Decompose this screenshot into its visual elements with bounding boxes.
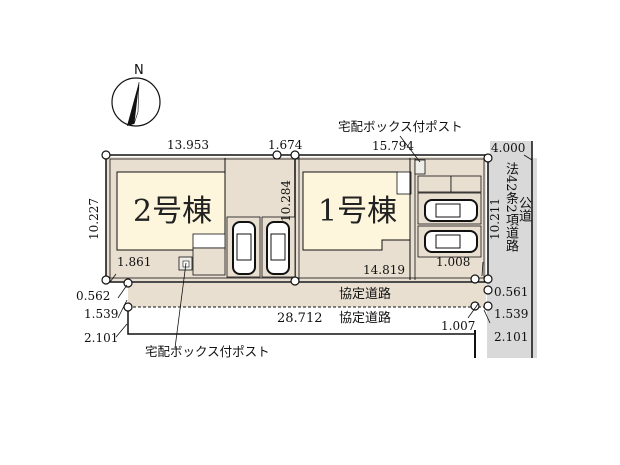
public-road-area	[487, 158, 537, 358]
dim-bottom-left-inner: 1.861	[117, 255, 152, 269]
dim-road-length: 28.712	[277, 311, 323, 326]
road-article-label: 法42条2項道路	[503, 162, 518, 252]
north-arrow-icon	[111, 77, 161, 127]
dim-road-right-offset: 1.007	[441, 319, 476, 333]
delivery-box-1	[414, 159, 426, 175]
dim-top-mid: 1.674	[268, 138, 303, 152]
dim-road-width: 4.000	[491, 141, 526, 155]
dim-right-offset-2: 1.539	[494, 307, 529, 321]
building-2-label: 2号棟	[133, 194, 213, 229]
building-1-label: 1号棟	[318, 194, 398, 229]
delivery-box-label-bottom: 宅配ボックス付ポスト	[145, 344, 270, 359]
dim-right-offset-3: 2.101	[494, 330, 529, 344]
car-icon	[424, 199, 478, 222]
agreed-road-upper	[128, 283, 486, 307]
dim-top-right: 15.794	[372, 139, 414, 153]
dim-right-offset-1: 0.561	[494, 285, 529, 299]
dim-left-offset-1: 0.562	[76, 289, 111, 303]
car-icon	[232, 221, 256, 275]
delivery-box-label-top: 宅配ボックス付ポスト	[338, 119, 463, 134]
dim-left-offset-2: 1.539	[84, 307, 119, 321]
agreed-road-lower-label: 協定道路	[339, 311, 392, 326]
public-road-label: 公道	[516, 196, 531, 222]
dim-top-left: 13.953	[167, 138, 209, 152]
agreed-road-upper-label: 協定道路	[339, 287, 392, 302]
boundary-markers	[101, 150, 493, 312]
dim-bottom-right-corner: 1.008	[436, 255, 471, 269]
car-icon	[424, 230, 478, 253]
dim-center-vertical: 10.284	[279, 180, 293, 222]
dim-left-offset-3: 2.101	[84, 331, 119, 345]
road-width-box	[490, 141, 532, 158]
car-icon	[266, 221, 290, 275]
compass-north-label: N	[134, 63, 144, 78]
dim-right-side: 10.211	[488, 198, 502, 240]
dim-bottom-right-inner: 14.819	[363, 263, 405, 277]
dim-left-side: 10.227	[87, 198, 101, 240]
